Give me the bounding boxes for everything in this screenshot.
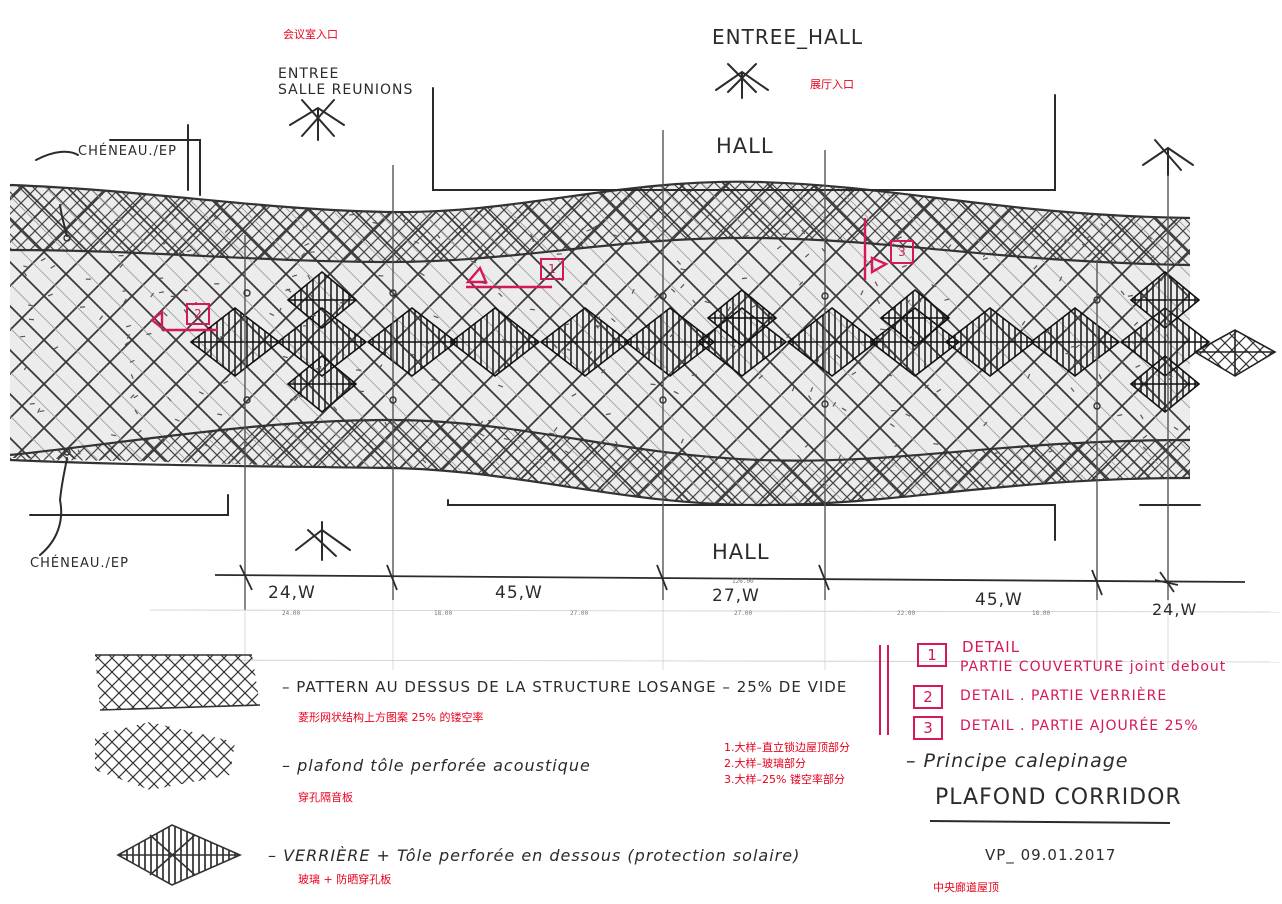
- ruler-small: 126.00: [732, 578, 754, 585]
- detail-list-cn-1: 1.大样–直立锁边屋顶部分: [724, 741, 850, 754]
- detail-marker-2: 2: [186, 303, 210, 325]
- ruler-4: 27.00: [734, 610, 753, 617]
- title-cn: 中央廊道屋顶: [933, 881, 999, 894]
- detail-1-text: PARTIE COUVERTURE joint debout: [960, 659, 1227, 675]
- ruler-2: 18.00: [434, 610, 453, 617]
- legend-item-1: – PATTERN AU DESSUS DE LA STRUCTURE LOSA…: [282, 678, 848, 696]
- lattice-line: [10, 181, 177, 505]
- dim-1: 24,W: [268, 583, 316, 603]
- lattice-line: [10, 181, 133, 505]
- legend-item-3: – VERRIÈRE + Tôle perforée en dessous (p…: [268, 846, 801, 865]
- detail-list-cn-3: 3.大样–25% 镂空率部分: [724, 773, 845, 786]
- detail-2-text: DETAIL . PARTIE VERRIÈRE: [960, 688, 1168, 704]
- ruler-5: 22.00: [897, 610, 916, 617]
- detail-1-title: DETAIL: [962, 638, 1021, 656]
- detail-marker-3: 3: [890, 240, 914, 264]
- title-line-2: PLAFOND CORRIDOR: [935, 785, 1182, 810]
- entrance-hall-label-cn: 展厅入口: [810, 78, 854, 91]
- dim-3: 27,W: [712, 586, 760, 606]
- ruler-3: 27.00: [570, 610, 589, 617]
- title-date: VP_ 09.01.2017: [985, 846, 1117, 864]
- cheneau-bottom-label: CHÉNEAU./EP: [30, 556, 129, 571]
- detail-3-box: 3: [913, 716, 943, 740]
- cheneau-top-label: CHÉNEAU./EP: [78, 144, 177, 159]
- ruler-6: 18.00: [1032, 610, 1051, 617]
- entree-salle-label: ENTREE SALLE REUNIONS: [278, 66, 414, 98]
- dim-2: 45,W: [495, 583, 543, 603]
- detail-1-box: 1: [917, 643, 947, 667]
- entree-hall-label: ENTREE_HALL: [712, 25, 863, 49]
- lattice-line: [1276, 120, 1282, 560]
- dim-4: 45,W: [975, 590, 1023, 610]
- detail-3-text: DETAIL . PARTIE AJOURÉE 25%: [960, 718, 1199, 734]
- hall-top-label: HALL: [716, 134, 774, 158]
- hall-bottom-label: HALL: [712, 540, 770, 564]
- lattice-line: [1276, 120, 1282, 560]
- detail-list-cn-2: 2.大样–玻璃部分: [724, 757, 806, 770]
- lattice-line: [10, 181, 89, 505]
- title-line-1: – Principe calepinage: [906, 750, 1129, 772]
- legend-item-2: – plafond tôle perforée acoustique: [282, 756, 591, 775]
- ruler-1: 24.00: [282, 610, 301, 617]
- detail-marker-1: 1: [540, 258, 564, 280]
- legend-item-3-cn: 玻璃 + 防晒穿孔板: [298, 873, 392, 886]
- detail-2-box: 2: [913, 685, 943, 709]
- dim-5: 24,W: [1152, 600, 1198, 619]
- legend-item-2-cn: 穿孔隔音板: [298, 791, 353, 804]
- legend-item-1-cn: 菱形网状结构上方图案 25% 的镂空率: [298, 711, 484, 724]
- entrance-meeting-label-cn: 会议室入口: [283, 28, 338, 41]
